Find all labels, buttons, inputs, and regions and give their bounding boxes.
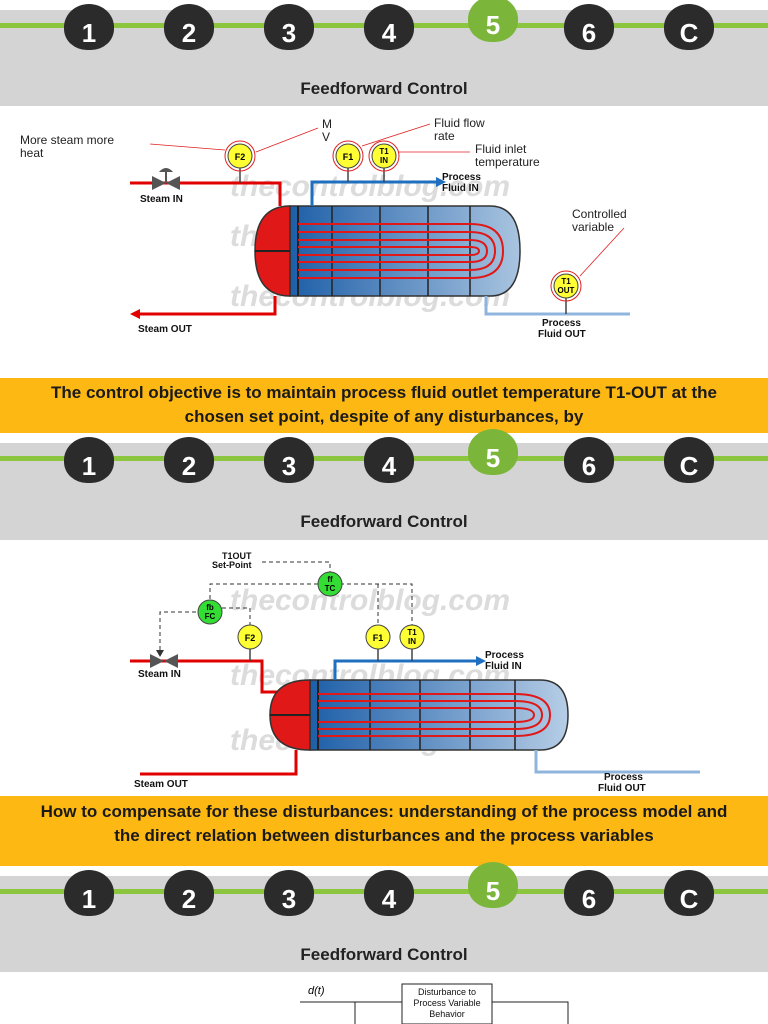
step-2-button[interactable]: 2 bbox=[164, 4, 214, 50]
step-3-button[interactable]: 3 bbox=[264, 870, 314, 916]
instrument-f2: F2 bbox=[237, 624, 263, 650]
step-6-button[interactable]: 6 bbox=[564, 4, 614, 50]
step-1-button[interactable]: 1 bbox=[64, 870, 114, 916]
step-1-button[interactable]: 1 bbox=[64, 4, 114, 50]
title-band bbox=[0, 493, 768, 540]
annotation-controlled-variable: Controlled variable bbox=[572, 207, 627, 234]
step-4-button[interactable]: 4 bbox=[364, 870, 414, 916]
disturbance-signal-label: d(t) bbox=[308, 985, 325, 997]
svg-text:T1OUT: T1OUT bbox=[558, 277, 575, 295]
step-3-button[interactable]: 3 bbox=[264, 4, 314, 50]
step-c-button[interactable]: C bbox=[664, 437, 714, 483]
step-2-button[interactable]: 2 bbox=[164, 870, 214, 916]
step-5-button[interactable]: 5 bbox=[468, 862, 518, 908]
step-4-button[interactable]: 4 bbox=[364, 437, 414, 483]
step-5-button[interactable]: 5 bbox=[468, 429, 518, 475]
svg-text:F2: F2 bbox=[235, 152, 246, 162]
svg-text:F1: F1 bbox=[343, 152, 354, 162]
steam-in-label: Steam IN bbox=[140, 194, 183, 205]
compensation-banner: How to compensate for these disturbances… bbox=[0, 796, 768, 866]
steam-out-label: Steam OUT bbox=[134, 779, 188, 790]
disturbance-block bbox=[401, 983, 493, 1024]
page-title: Feedforward Control bbox=[300, 945, 468, 964]
heat-exchanger-diagram: thecontrolblog.com thecontrolblog.com th… bbox=[130, 123, 630, 340]
page-title: Feedforward Control bbox=[300, 79, 468, 98]
svg-text:F2: F2 bbox=[245, 633, 256, 643]
step-c-button[interactable]: C bbox=[664, 870, 714, 916]
step-6-button[interactable]: 6 bbox=[564, 437, 614, 483]
title-band bbox=[0, 60, 768, 106]
page-title: Feedforward Control bbox=[300, 512, 468, 531]
exchanger-shell bbox=[289, 205, 521, 297]
annotation-mv: M V bbox=[322, 117, 332, 144]
steam-valve-icon bbox=[152, 168, 180, 190]
steam-valve-icon bbox=[150, 654, 178, 668]
instrument-f1: F1 bbox=[332, 140, 364, 172]
watermark: thecontrolblog.com bbox=[230, 584, 510, 617]
step-6-button[interactable]: 6 bbox=[564, 870, 614, 916]
annotation-fluid-flow: Fluid flow rate bbox=[434, 116, 485, 143]
step-c-button[interactable]: C bbox=[664, 4, 714, 50]
exchanger-shell bbox=[309, 679, 569, 751]
step-5-button[interactable]: 5 bbox=[468, 0, 518, 42]
watermark: thecontrolblog.com bbox=[230, 170, 510, 203]
svg-text:F1: F1 bbox=[373, 633, 384, 643]
step-1-button[interactable]: 1 bbox=[64, 437, 114, 483]
step-2-button[interactable]: 2 bbox=[164, 437, 214, 483]
steam-out-pipe bbox=[140, 296, 277, 316]
annotation-more-steam: More steam more heat bbox=[20, 133, 115, 160]
instrument-f2: F2 bbox=[224, 140, 256, 172]
steam-in-label: Steam IN bbox=[138, 669, 181, 680]
feedforward-loop-diagram: thecontrolblog.com thecontrolblog.com th… bbox=[130, 551, 700, 794]
steam-out-label: Steam OUT bbox=[138, 324, 192, 335]
fluid-out-pipe bbox=[484, 296, 630, 316]
step-4-button[interactable]: 4 bbox=[364, 4, 414, 50]
fluid-in-pipe bbox=[310, 180, 436, 206]
objective-banner: The control objective is to maintain pro… bbox=[0, 378, 768, 433]
instrument-f1: F1 bbox=[365, 624, 391, 650]
title-band bbox=[0, 926, 768, 972]
step-3-button[interactable]: 3 bbox=[264, 437, 314, 483]
annotation-fluid-inlet: Fluid inlet temperature bbox=[475, 142, 540, 169]
